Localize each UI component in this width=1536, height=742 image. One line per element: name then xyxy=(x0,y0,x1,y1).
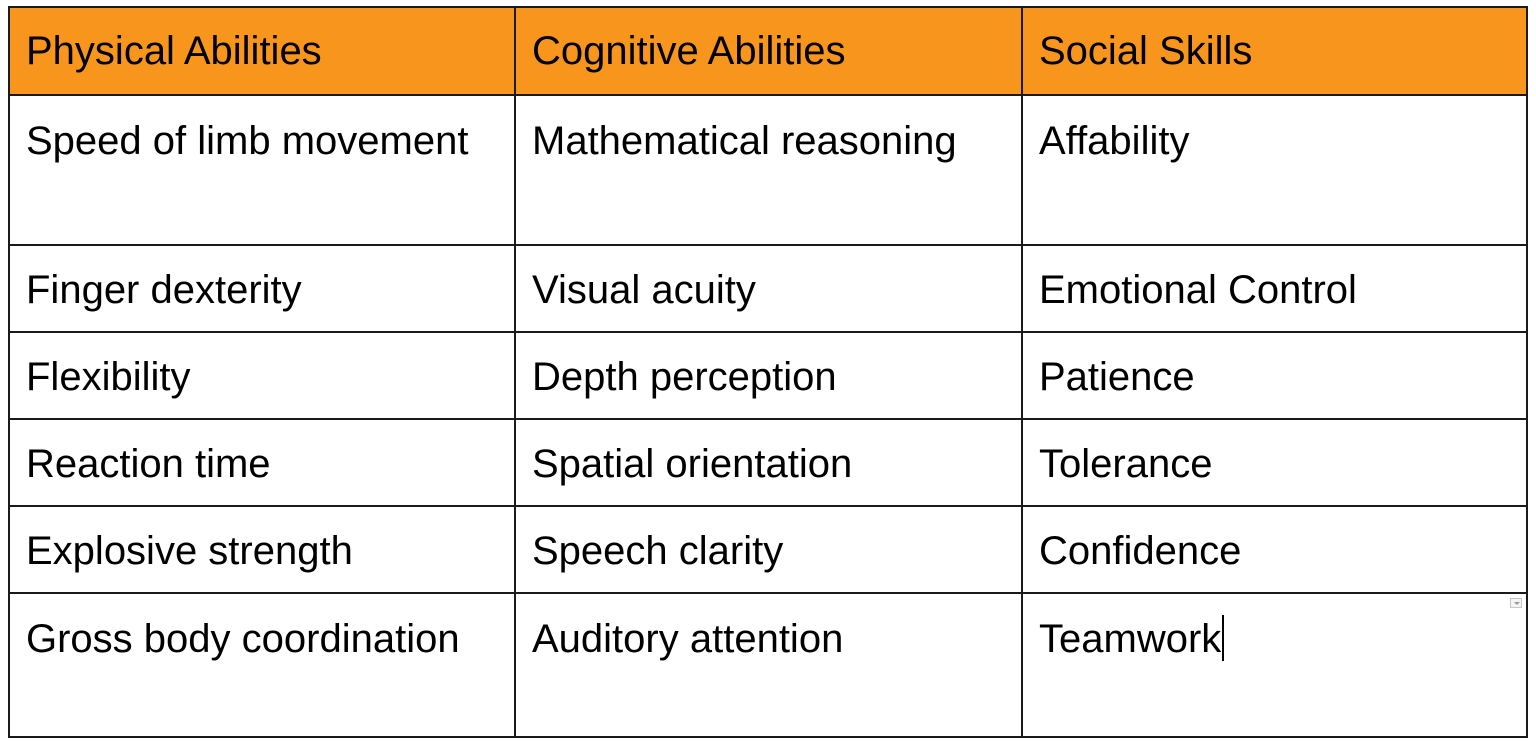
table-cell[interactable]: Depth perception xyxy=(514,331,1023,420)
table-cell[interactable]: Auditory attention xyxy=(514,592,1023,738)
table-cell[interactable]: Spatial orientation xyxy=(514,418,1023,507)
table-row: Reaction time Spatial orientation Tolera… xyxy=(8,418,1528,507)
table-cell[interactable]: Patience xyxy=(1021,331,1528,420)
table-cell[interactable]: Affability xyxy=(1021,94,1528,246)
table-row: Speed of limb movement Mathematical reas… xyxy=(8,94,1528,246)
header-cognitive-abilities[interactable]: Cognitive Abilities xyxy=(514,6,1023,96)
table-row: Gross body coordination Auditory attenti… xyxy=(8,592,1528,738)
table-row: Finger dexterity Visual acuity Emotional… xyxy=(8,244,1528,333)
header-physical-abilities[interactable]: Physical Abilities xyxy=(8,6,516,96)
table-cell-active[interactable]: Teamwork xyxy=(1021,592,1528,738)
table-row: Explosive strength Speech clarity Confid… xyxy=(8,505,1528,594)
table-cell[interactable]: Confidence xyxy=(1021,505,1528,594)
table-cell[interactable]: Reaction time xyxy=(8,418,516,507)
text-caret xyxy=(1222,615,1225,661)
table-cell[interactable]: Gross body coordination xyxy=(8,592,516,738)
table-cell[interactable]: Mathematical reasoning xyxy=(514,94,1023,246)
chevron-down-icon[interactable] xyxy=(1510,598,1522,608)
table-row: Flexibility Depth perception Patience xyxy=(8,331,1528,420)
header-social-skills[interactable]: Social Skills xyxy=(1021,6,1528,96)
table-cell[interactable]: Tolerance xyxy=(1021,418,1528,507)
table-cell[interactable]: Visual acuity xyxy=(514,244,1023,333)
table-cell[interactable]: Emotional Control xyxy=(1021,244,1528,333)
table-cell-text: Teamwork xyxy=(1039,617,1222,661)
table-header-row: Physical Abilities Cognitive Abilities S… xyxy=(8,6,1528,96)
table-cell[interactable]: Finger dexterity xyxy=(8,244,516,333)
table-cell[interactable]: Explosive strength xyxy=(8,505,516,594)
table-cell[interactable]: Speech clarity xyxy=(514,505,1023,594)
abilities-table: Physical Abilities Cognitive Abilities S… xyxy=(8,6,1528,738)
table-cell[interactable]: Flexibility xyxy=(8,331,516,420)
table-cell[interactable]: Speed of limb movement xyxy=(8,94,516,246)
